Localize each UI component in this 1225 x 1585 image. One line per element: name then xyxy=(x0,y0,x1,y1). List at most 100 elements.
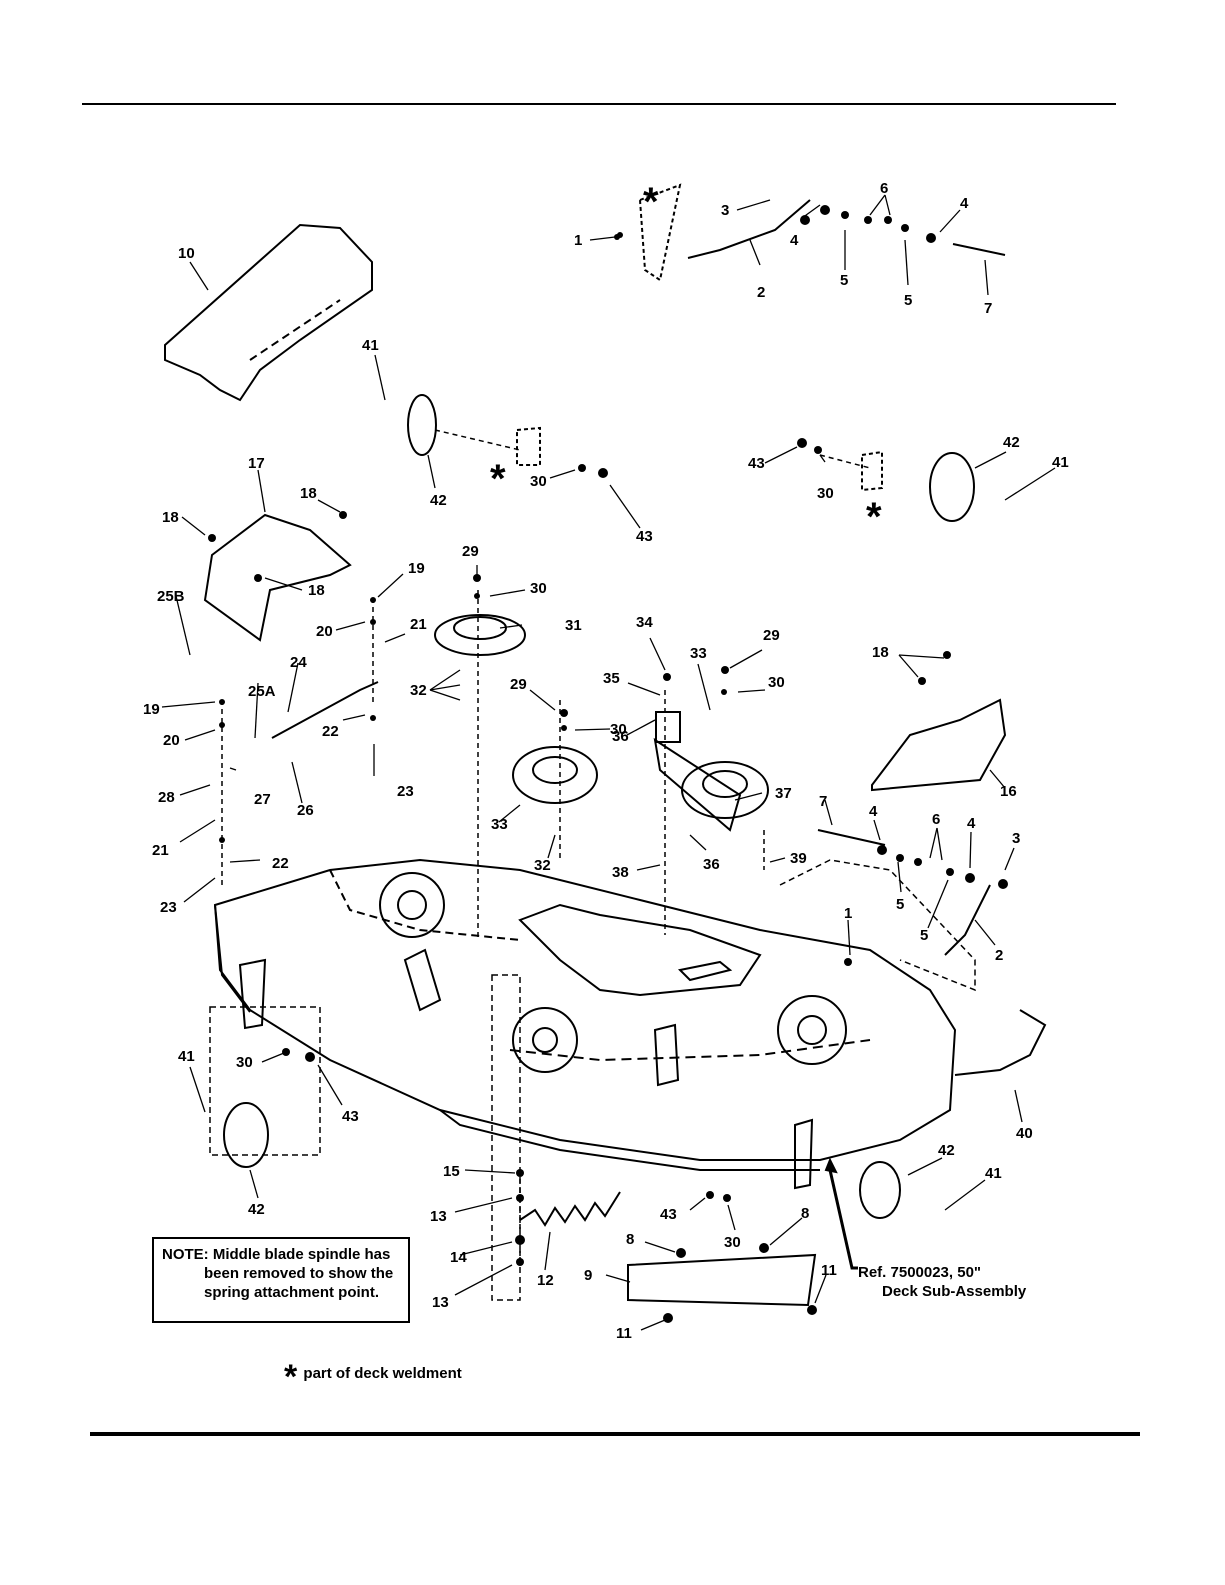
callout-27: 27 xyxy=(254,791,271,808)
callout-9: 9 xyxy=(584,1267,592,1284)
wheel-lower-right xyxy=(859,1161,901,1219)
callout-8b: 8 xyxy=(801,1205,809,1222)
callout-28: 28 xyxy=(158,789,175,806)
center-spindle-mount xyxy=(512,1007,578,1073)
callout-25a: 25A xyxy=(248,683,276,700)
callout-19a: 19 xyxy=(408,560,425,577)
callout-5b: 5 xyxy=(904,292,912,309)
callout-22a: 22 xyxy=(322,723,339,740)
belt-guard-17 xyxy=(203,513,352,642)
shaft-7b xyxy=(817,829,886,846)
bottom-rule xyxy=(90,1432,1140,1436)
discharge-chute-40 xyxy=(954,1009,1047,1076)
callout-5a: 5 xyxy=(840,272,848,289)
callout-12: 12 xyxy=(537,1272,554,1289)
callout-41a: 41 xyxy=(362,337,379,354)
pulley-31 xyxy=(434,614,526,656)
callout-30d: 30 xyxy=(610,721,627,738)
callout-4a: 4 xyxy=(790,232,799,249)
callout-10: 10 xyxy=(178,245,195,262)
bracket-9 xyxy=(627,1253,817,1307)
reference-note: Ref. 7500023, 50" Deck Sub-Assembly xyxy=(858,1263,1026,1301)
callout-11b: 11 xyxy=(616,1325,632,1342)
callout-4c: 4 xyxy=(869,803,878,820)
callout-13a: 13 xyxy=(430,1208,447,1225)
callout-4d: 4 xyxy=(967,815,976,832)
spring-12 xyxy=(519,1191,621,1227)
callout-33a: 33 xyxy=(491,816,508,833)
left-spindle xyxy=(379,872,445,938)
callout-32a: 32 xyxy=(410,682,427,699)
deck-shell xyxy=(213,858,957,1161)
callout-26: 26 xyxy=(297,802,314,819)
callout-30c: 30 xyxy=(530,580,547,597)
reference-line-1: Ref. 7500023, 50" xyxy=(858,1264,982,1281)
weldment-asterisk: * xyxy=(866,495,882,539)
callout-6a: 6 xyxy=(880,180,888,197)
right-spindle xyxy=(777,995,847,1065)
callout-18a: 18 xyxy=(162,509,179,526)
asterisk-icon: * xyxy=(284,1358,298,1396)
callout-25b: 25B xyxy=(157,588,185,605)
callout-22b: 22 xyxy=(272,855,289,872)
callout-33b: 33 xyxy=(690,645,707,662)
callout-11a: 11 xyxy=(821,1262,837,1279)
callout-3a: 3 xyxy=(721,202,729,219)
callout-30b: 30 xyxy=(817,485,834,502)
shaft-7a xyxy=(952,243,1006,256)
callout-1b: 1 xyxy=(844,905,852,922)
callout-29c: 29 xyxy=(763,627,780,644)
callout-30e: 30 xyxy=(768,674,785,691)
wheel-lower-left xyxy=(223,1102,269,1168)
callout-6b: 6 xyxy=(932,811,940,828)
note-line-1: NOTE: Middle blade spindle has xyxy=(162,1246,391,1263)
callout-21b: 21 xyxy=(152,842,169,859)
callout-43d: 43 xyxy=(660,1206,677,1223)
callout-32b: 32 xyxy=(534,857,551,874)
callout-43b: 43 xyxy=(748,455,765,472)
callout-41c: 41 xyxy=(178,1048,195,1065)
callout-23a: 23 xyxy=(397,783,414,800)
callout-30f: 30 xyxy=(236,1054,253,1071)
callout-15: 15 xyxy=(443,1163,460,1180)
belt-guard-16 xyxy=(871,698,1007,792)
callout-20a: 20 xyxy=(316,623,333,640)
callout-37: 37 xyxy=(775,785,792,802)
callout-5c: 5 xyxy=(896,896,904,913)
callout-2b: 2 xyxy=(995,947,1003,964)
callout-19b: 19 xyxy=(143,701,160,718)
callout-3b: 3 xyxy=(1012,830,1020,847)
note-box: NOTE: Middle blade spindle has been remo… xyxy=(152,1237,410,1323)
callout-30g: 30 xyxy=(724,1234,741,1251)
note-line-2: been removed to show the xyxy=(204,1265,394,1282)
weldment-asterisk: * xyxy=(490,457,506,501)
reference-line-2: Deck Sub-Assembly xyxy=(882,1283,1027,1300)
callout-41d: 41 xyxy=(985,1165,1002,1182)
callout-18b: 18 xyxy=(300,485,317,502)
callout-16: 16 xyxy=(1000,783,1017,800)
height-adjust-rod-2a xyxy=(687,199,811,259)
idler-arm xyxy=(653,737,742,832)
callout-18d: 18 xyxy=(872,644,889,661)
callout-23b: 23 xyxy=(160,899,177,916)
callout-40: 40 xyxy=(1016,1125,1033,1142)
top-rule xyxy=(82,103,1116,105)
note-line-3: spring attachment point. xyxy=(204,1284,380,1301)
callout-41b: 41 xyxy=(1052,454,1069,471)
callout-42c: 42 xyxy=(248,1201,265,1218)
callout-21a: 21 xyxy=(410,616,427,633)
callout-36b: 36 xyxy=(703,856,720,873)
callout-42b: 42 xyxy=(1003,434,1020,451)
callout-5d: 5 xyxy=(920,927,928,944)
callout-24: 24 xyxy=(290,654,307,671)
callout-43a: 43 xyxy=(636,528,653,545)
callout-29b: 29 xyxy=(510,676,527,693)
callout-20b: 20 xyxy=(163,732,180,749)
callout-2a: 2 xyxy=(757,284,765,301)
callout-42a: 42 xyxy=(430,492,447,509)
callout-17: 17 xyxy=(248,455,265,472)
callout-35: 35 xyxy=(603,670,620,687)
weldment-asterisk: * xyxy=(643,180,659,224)
callout-29a: 29 xyxy=(462,543,479,560)
